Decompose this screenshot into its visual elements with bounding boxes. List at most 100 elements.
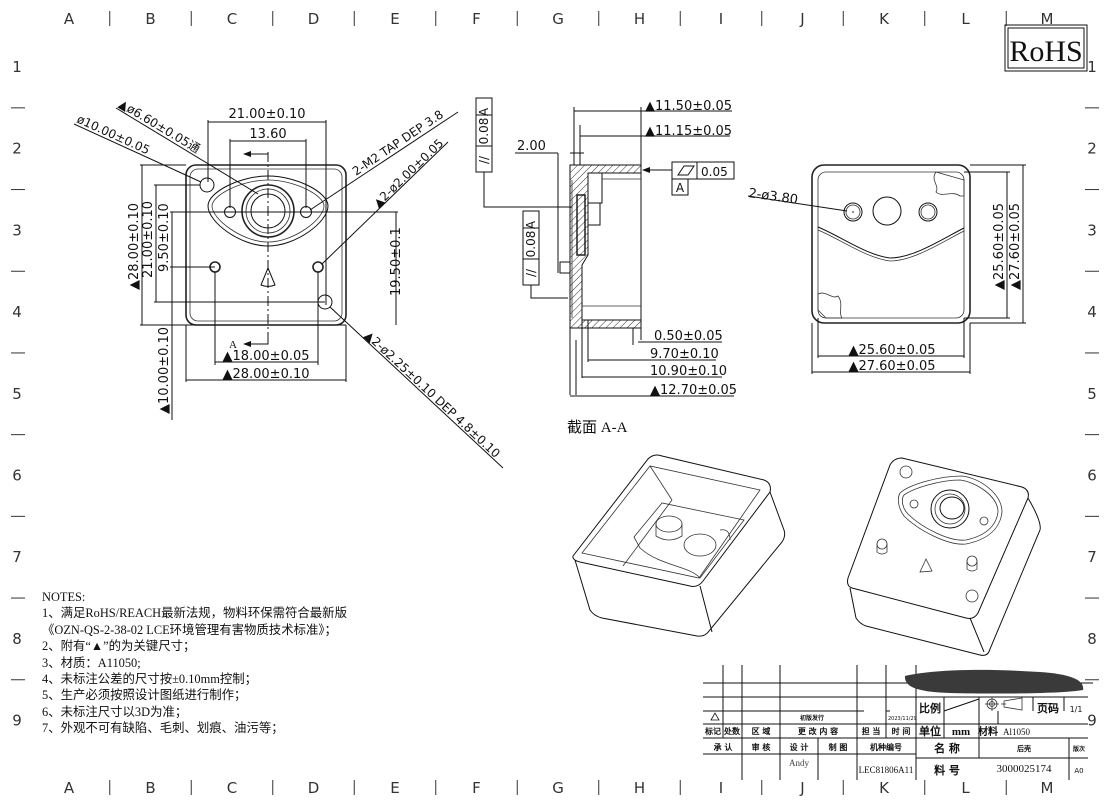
dim-back-width-27-60: ▲27.60±0.05 bbox=[848, 359, 935, 374]
dim-2-00: 2.00 bbox=[517, 139, 546, 154]
svg-text:制 图: 制 图 bbox=[829, 742, 848, 752]
gdt-parallel-2: A 0.08 // bbox=[522, 210, 568, 299]
zone-row-3: 3 bbox=[12, 221, 22, 239]
zone-row-9: 9 bbox=[1087, 712, 1097, 730]
dim-width-18: ▲18.00±0.05 bbox=[222, 349, 309, 364]
unit-value: mm bbox=[952, 726, 970, 738]
zone-col-A: A bbox=[64, 10, 75, 28]
note-item: 2、附有“▲”的为关键尺寸； bbox=[42, 639, 196, 654]
front-view: A 21.00±0.10 13.60 ▲ø6.60±0.05通 ø10.00±0… bbox=[73, 97, 504, 469]
zone-col-J: J bbox=[799, 779, 804, 797]
zone-col-B: B bbox=[145, 779, 155, 797]
svg-text:审 核: 审 核 bbox=[752, 742, 771, 752]
svg-text:料 号: 料 号 bbox=[934, 763, 960, 777]
zone-row-9: 9 bbox=[12, 712, 22, 730]
zone-col-J: J bbox=[799, 10, 804, 28]
back-view: 2-ø3.80 ▲25.60±0.05 ▲27.60±0.05 ▲25.60±0… bbox=[747, 164, 1026, 374]
note-item: 6、未标注尺寸以3D为准； bbox=[42, 704, 188, 719]
zone-row-8: 8 bbox=[12, 630, 22, 648]
svg-text:1/1: 1/1 bbox=[1070, 705, 1083, 714]
svg-text:单位: 单位 bbox=[919, 724, 941, 738]
svg-text:材料: 材料 bbox=[978, 725, 998, 738]
svg-text:比例: 比例 bbox=[919, 701, 941, 715]
zone-row-5: 5 bbox=[12, 385, 22, 403]
svg-text:时 间: 时 间 bbox=[892, 726, 911, 736]
dim-0-50: 0.50±0.05 bbox=[654, 329, 723, 344]
part-number: 3000025174 bbox=[997, 763, 1053, 775]
zone-row-6: 6 bbox=[1087, 467, 1097, 485]
zone-col-K: K bbox=[879, 779, 890, 797]
note-item: 1、满足RoHS/REACH最新法规，物料环保需符合最新版 bbox=[42, 606, 347, 621]
designer-name: Andy bbox=[789, 758, 809, 768]
dim-height-19-50: 19.50±0.1 bbox=[389, 227, 404, 296]
zone-col-B: B bbox=[145, 10, 155, 28]
zone-col-A: A bbox=[64, 779, 75, 797]
zone-col-C: C bbox=[227, 779, 237, 797]
dim-width-13-60: 13.60 bbox=[249, 127, 286, 142]
zone-col-K: K bbox=[879, 10, 890, 28]
section-wall bbox=[569, 164, 642, 329]
zone-col-M: M bbox=[1041, 10, 1054, 28]
iso-view-open bbox=[572, 454, 786, 637]
svg-text:设 计: 设 计 bbox=[790, 742, 809, 752]
zone-row-7: 7 bbox=[12, 548, 22, 566]
zone-col-H: H bbox=[634, 779, 645, 797]
version-value: A0 bbox=[1074, 767, 1083, 775]
svg-text:A: A bbox=[524, 220, 538, 229]
dim-hole-2-25: ▲2-ø2.25±0.10 DEP 4.8±0.10 bbox=[362, 328, 503, 461]
dim-back-width-25-60: ▲25.60±0.05 bbox=[848, 343, 935, 358]
dim-10-90: 10.90±0.10 bbox=[650, 364, 727, 379]
zone-row-4: 4 bbox=[1087, 303, 1097, 321]
svg-text:0.08: 0.08 bbox=[524, 231, 538, 258]
svg-text://: // bbox=[524, 268, 538, 277]
dim-height-21: 21.00±0.10 bbox=[141, 201, 156, 278]
svg-text://: // bbox=[477, 155, 491, 164]
model-number: LEC81806A11 bbox=[859, 765, 914, 775]
zone-row-6: 6 bbox=[12, 467, 22, 485]
svg-text:担 当: 担 当 bbox=[862, 726, 881, 736]
zone-col-F: F bbox=[472, 10, 481, 28]
zone-col-E: E bbox=[390, 779, 399, 797]
material-value: Al1050 bbox=[1003, 727, 1031, 737]
section-view: ▲11.50±0.05 ▲11.15±0.05 2.00 A 0.08 // A… bbox=[475, 97, 737, 436]
zone-col-D: D bbox=[308, 779, 320, 797]
note-item: 7、外观不可有缺陷、毛刺、划痕、油污等； bbox=[42, 721, 284, 736]
revision-triangle-icon bbox=[710, 712, 720, 721]
svg-text:更 改 内 容: 更 改 内 容 bbox=[798, 726, 838, 736]
svg-text:处数: 处数 bbox=[723, 726, 741, 736]
iso-view-closed bbox=[847, 457, 1041, 656]
zone-col-C: C bbox=[227, 10, 237, 28]
zone-col-G: G bbox=[552, 10, 564, 28]
dim-12-70: ▲12.70±0.05 bbox=[650, 383, 737, 398]
dim-9-70: 9.70±0.10 bbox=[650, 347, 719, 362]
zone-row-3: 3 bbox=[1087, 221, 1097, 239]
zone-col-M: M bbox=[1041, 779, 1054, 797]
svg-text:机种编号: 机种编号 bbox=[870, 742, 902, 752]
zone-row-2: 2 bbox=[12, 140, 22, 158]
svg-text:标记: 标记 bbox=[704, 726, 721, 736]
rev-desc: 初版发行 bbox=[800, 714, 824, 722]
svg-text:区 域: 区 域 bbox=[752, 726, 771, 736]
zone-col-E: E bbox=[390, 10, 399, 28]
rev-date: 2023/11/29 bbox=[888, 716, 917, 722]
pin-right bbox=[312, 261, 324, 273]
dim-height-9-50: 9.50±0.10 bbox=[157, 203, 172, 272]
note-item: 3、材质：A11050; bbox=[42, 655, 141, 670]
flange-outline bbox=[207, 175, 329, 247]
zone-col-D: D bbox=[308, 10, 320, 28]
zone-row-2: 2 bbox=[1087, 140, 1097, 158]
zone-row-5: 5 bbox=[1087, 385, 1097, 403]
note-item: 5、生产必须按照设计图纸进行制作； bbox=[42, 688, 247, 703]
back-outline bbox=[811, 164, 971, 324]
projection-symbol-icon bbox=[985, 697, 1023, 711]
zone-row-8: 8 bbox=[1087, 630, 1097, 648]
rohs-mark: RoHS bbox=[1004, 24, 1088, 72]
zone-row-1: 1 bbox=[1087, 58, 1097, 76]
svg-text:A: A bbox=[477, 107, 491, 116]
note-item: 《OZN-QS-2-38-02 LCE环境管理有害物质技术标准》； bbox=[42, 622, 337, 637]
zone-col-L: L bbox=[961, 779, 970, 797]
dim-11-15: ▲11.15±0.05 bbox=[645, 124, 732, 139]
